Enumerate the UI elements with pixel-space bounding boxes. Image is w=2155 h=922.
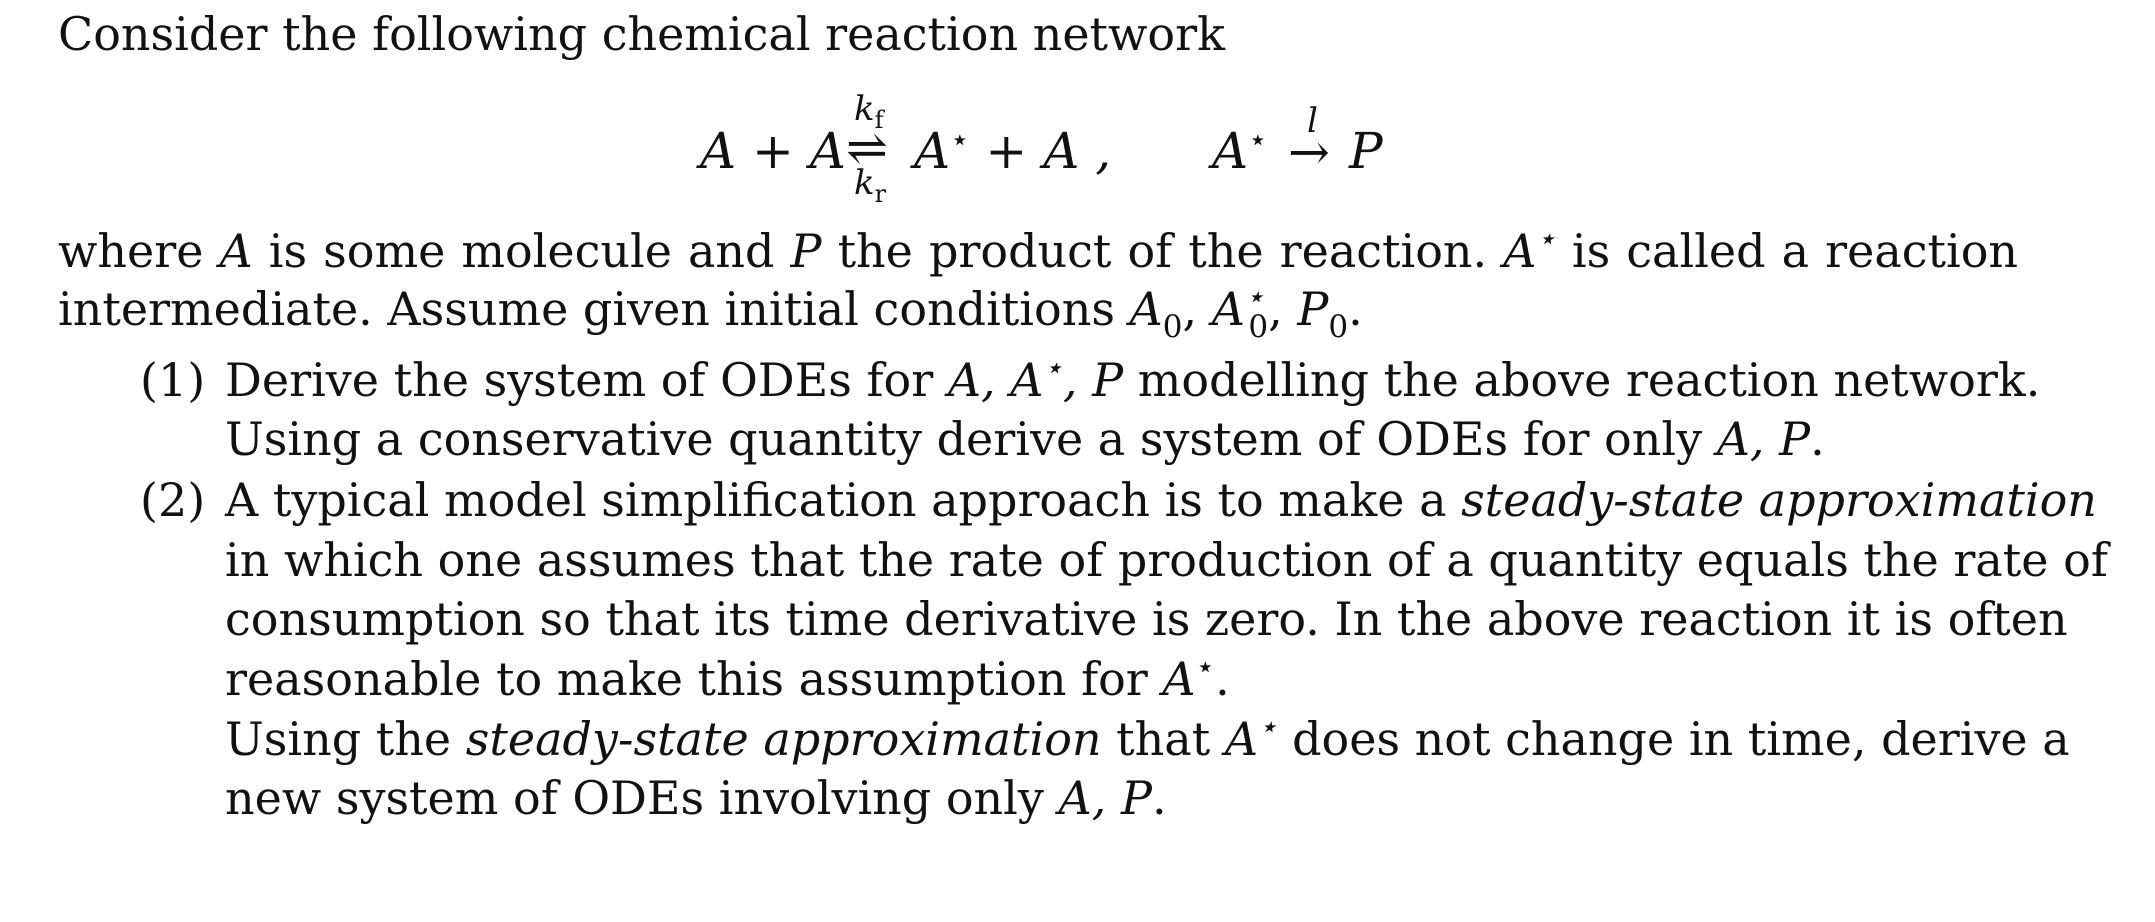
star-sup: ⋆ [1258, 709, 1278, 745]
intro-line: Consider the following chemical reaction… [58, 6, 1225, 62]
reverse-rate: k [854, 163, 875, 203]
comma: , [1268, 282, 1298, 336]
item-text: reasonable to make this assumption for [225, 652, 1163, 706]
item-number-2: (2) [140, 473, 206, 527]
paragraph-math-a-star: A⋆ [1503, 221, 1556, 278]
period: . [1348, 282, 1363, 336]
zero-sub: 0 [1328, 309, 1349, 345]
zero-sub: 0 [1162, 309, 1183, 345]
top-clipped-strip [60, 0, 390, 4]
zero-sub: 0 [1248, 309, 1269, 345]
second-reactant: A [1212, 122, 1249, 180]
second-rate-label: l [1307, 104, 1318, 138]
left-reactants: A + A [700, 122, 846, 180]
item-text: does not change in time, derive a [1292, 712, 2070, 766]
period: . [1810, 412, 1825, 466]
a-symbol: A [1162, 652, 1196, 706]
second-star: ⋆ [1248, 122, 1268, 158]
a-zero: A [1129, 282, 1163, 336]
intermediate-plus-a: + A , [985, 122, 1112, 180]
paragraph-text: is called a reaction [1571, 224, 2019, 278]
item-text: A typical model simplification approach … [225, 473, 1447, 527]
paragraph-text: where [58, 224, 204, 278]
star-sup: ⋆ [1195, 649, 1216, 685]
intermediate-species: A [914, 122, 951, 180]
item-2-line-5: Using the steady-state approximation tha… [225, 709, 2070, 773]
item-text: Using the [225, 712, 452, 766]
species-p: , P [1062, 353, 1124, 407]
reversible-arrow: ⇌ [846, 118, 888, 178]
a-symbol: A [1503, 224, 1537, 278]
product-species: P [1349, 121, 1383, 181]
item-text: new system of ODEs involving only [225, 771, 1059, 825]
item-2-line-2: in which one assumes that the rate of pr… [225, 532, 2108, 588]
item-text: that [1116, 712, 1211, 766]
forward-rate-label: kf [854, 89, 884, 134]
item-text: in which one assumes that the rate of pr… [225, 533, 2108, 587]
reverse-rate-sub: r [874, 180, 887, 208]
item-number-1: (1) [140, 353, 206, 407]
item-text: Derive the system of ODEs for [225, 353, 934, 407]
comma: , [1182, 282, 1212, 336]
period: . [1151, 771, 1167, 825]
second-reaction-reactant: A⋆ [1212, 121, 1268, 188]
intro-text: Consider the following chemical reaction… [58, 7, 1225, 61]
a-star-symbol: A⋆ [1224, 709, 1278, 766]
second-rate: l [1307, 101, 1318, 141]
reverse-rate-label: kr [854, 163, 886, 208]
forward-products: A⋆ + A , [914, 121, 1111, 188]
item-2-line-3: consumption so that its time derivative … [225, 591, 2068, 647]
item-2-line-1: A typical model simplification approach … [225, 472, 2097, 528]
product: P [1349, 122, 1383, 180]
species-a-p: A, P [1716, 412, 1811, 466]
item-text: Using a conservative quantity derive a s… [225, 412, 1717, 466]
reactants: A + A [700, 121, 846, 181]
second-arrow-glyph: → [1288, 123, 1330, 181]
period: . [1215, 652, 1230, 706]
star-symbol: ⋆ [1536, 221, 1556, 257]
second-arrow: → [1288, 122, 1330, 182]
paragraph-text: the product of the reaction. [837, 224, 1488, 278]
paragraph-line-1: where A is some molecule and P the produ… [58, 221, 2019, 285]
item-2-line-4: reasonable to make this assumption for A… [225, 649, 1230, 713]
item-1-line-2: Using a conservative quantity derive a s… [225, 411, 1825, 467]
species-a-astar: A, A [947, 353, 1044, 407]
paragraph-text: is some molecule and [268, 224, 775, 278]
forward-rate: k [854, 89, 875, 129]
a-star-zero: A [1211, 282, 1245, 336]
emphasis-text: steady-state approximation [1461, 473, 2097, 527]
emphasis-text: steady-state approximation [465, 712, 1102, 766]
reaction-equation: A + A kf ⇌ kr A⋆ + A , A⋆ l → P [0, 80, 2155, 210]
intermediate-star: ⋆ [950, 122, 970, 158]
paragraph-line-2-prefix: intermediate. Assume given initial condi… [58, 282, 1130, 336]
p-zero: P [1297, 282, 1329, 336]
reversible-arrow-glyph: ⇌ [846, 119, 888, 177]
item-1-line-1: Derive the system of ODEs for A, A⋆, P m… [225, 350, 2040, 414]
initial-conditions: A0, A⋆0, P0. [1129, 279, 1363, 345]
paragraph-line-2: intermediate. Assume given initial condi… [58, 279, 1363, 345]
item-2-line-6: new system of ODEs involving only A, P. [225, 770, 1167, 826]
a-symbol: A [1224, 712, 1259, 766]
star-sup: ⋆ [1245, 279, 1265, 315]
item-text: consumption so that its time derivative … [225, 592, 2068, 646]
paragraph-math-a: A [219, 224, 253, 278]
forward-rate-sub: f [874, 106, 884, 134]
paragraph-math-p: P [790, 224, 822, 278]
species-a-p: A, P [1058, 771, 1152, 825]
star-sup: ⋆ [1043, 350, 1063, 386]
item-text: modelling the above reaction network. [1137, 353, 2041, 407]
species-list: A, A⋆, P [947, 350, 1124, 407]
